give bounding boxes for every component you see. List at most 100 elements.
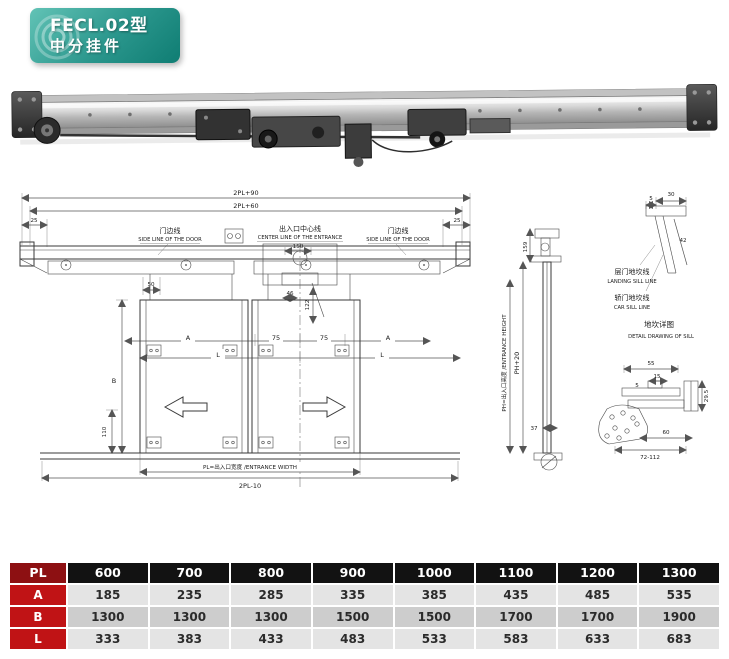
dim-25-left-label: 25	[30, 218, 38, 224]
side-line-left-cn-label: 门边线	[160, 226, 181, 235]
table-row-label: B	[10, 607, 66, 627]
badge-rings-icon	[34, 14, 80, 60]
door-operator-rail	[11, 83, 718, 168]
table-cell: 1700	[557, 607, 638, 627]
landing-sill-en-label: LANDING SILL LINE	[607, 279, 656, 285]
dim-b-label: B	[112, 377, 116, 385]
entrance-width-label: PL=出入口宽度 /ENTRANCE WIDTH	[203, 463, 297, 471]
table-cell: 485	[557, 585, 638, 605]
technical-drawing: 2PL+90 2PL+60 25 25 门边线 SIDE LINE OF THE…	[19, 189, 710, 490]
sill-section-lines	[598, 365, 706, 454]
label-leaders	[140, 241, 428, 256]
dim-2pl60-label: 2PL+60	[233, 202, 258, 210]
dim-75-left-label: 75	[272, 334, 280, 342]
table-cell: 285	[231, 585, 311, 605]
table-row: B 1300 1300 1300 1500 1500 1700 1700 190…	[10, 607, 719, 627]
table-cell: 1300	[149, 607, 230, 627]
side-line-right-en-label: SIDE LINE OF THE DOOR	[366, 237, 430, 243]
table-header-pl: PL	[10, 563, 66, 583]
dim-a-right-label: A	[386, 334, 391, 342]
sill-dim-15-label: 15	[653, 374, 661, 380]
entrance-height-label: PH=出入口高度 /ENTRANCE HEIGHT	[500, 314, 508, 412]
table-cell: 1300	[231, 607, 311, 627]
center-line-cn-label: 出入口中心线	[279, 224, 321, 233]
dim-a-left-label: A	[186, 334, 191, 342]
sill-dim-5-side-label: 5	[635, 383, 639, 389]
table-cell: 1000	[394, 563, 475, 583]
dim-ph20-label: PH+20	[513, 352, 521, 375]
table-cell: 333	[68, 629, 148, 649]
sill-detail: 5 30 42 层门地坎线 LANDING SILL LINE 轿门地坎线 CA…	[598, 192, 710, 461]
dim-110-label: 110	[102, 426, 108, 437]
table-cell: 600	[68, 563, 148, 583]
dim-l-right-label: L	[380, 351, 384, 359]
table-cell: 335	[312, 585, 393, 605]
table-cell: 1200	[557, 563, 638, 583]
sill-dim-30-label: 30	[667, 192, 675, 198]
side-view: 159 PH+20 PH=出入口高度 /ENTRANCE HEIGHT 37	[500, 228, 563, 471]
sill-dim-60-label: 60	[662, 430, 670, 436]
table-cell: 1300	[639, 563, 719, 583]
table-cell: 433	[231, 629, 311, 649]
front-view: 2PL+90 2PL+60 25 25 门边线 SIDE LINE OF THE…	[19, 189, 471, 490]
table-cell: 1500	[394, 607, 475, 627]
dim-159-label: 159	[523, 241, 529, 252]
side-view-lines	[506, 228, 563, 471]
label-backgrounds	[181, 332, 395, 471]
sill-dim-72-112-label: 72-112	[640, 455, 660, 461]
table-row-label: L	[10, 629, 66, 649]
dim-2pl90-label: 2PL+90	[233, 189, 258, 197]
door-panels	[139, 299, 361, 454]
open-direction-right-arrow	[302, 396, 347, 418]
table-cell: 1700	[476, 607, 556, 627]
dimension-table: PL 600 700 800 900 1000 1100 1200 1300 A…	[8, 561, 721, 651]
sill-lines	[40, 452, 460, 460]
sill-dim-55-label: 55	[647, 361, 655, 367]
dim-25-right-label: 25	[453, 218, 461, 224]
dim-50-label: 50	[147, 282, 155, 288]
dim-37-label: 37	[530, 426, 538, 432]
table-cell: 800	[231, 563, 311, 583]
table-cell: 385	[394, 585, 475, 605]
sill-dim-42-label: 42	[679, 238, 686, 244]
product-photo	[11, 83, 718, 168]
table-cell: 683	[639, 629, 719, 649]
dim-150-label: 150	[293, 244, 304, 250]
car-sill-en-label: CAR SILL LINE	[614, 305, 650, 311]
table-cell: 435	[476, 585, 556, 605]
sill-detail-top-lines	[639, 197, 688, 292]
center-line-en-label: CENTER LINE OF THE ENTRANCE	[258, 235, 342, 241]
badge-type-label: 中分挂件	[50, 36, 123, 55]
table-cell: 383	[149, 629, 230, 649]
table-row: A 185 235 285 335 385 435 485 535	[10, 585, 719, 605]
open-direction-left-arrow	[163, 396, 208, 418]
table-cell: 900	[312, 563, 393, 583]
dim-75-right-label: 75	[320, 334, 328, 342]
model-badge: FECL.02型 中分挂件	[30, 8, 180, 63]
dim-122-label: 122	[305, 300, 311, 311]
sill-dim-29-5-label: 29.5	[704, 389, 710, 402]
table-header-row: PL 600 700 800 900 1000 1100 1200 1300	[10, 563, 719, 583]
dim-2pl10-label: 2PL-10	[239, 482, 261, 490]
table-cell: 235	[149, 585, 230, 605]
table-cell: 1900	[639, 607, 719, 627]
table-cell: 700	[149, 563, 230, 583]
dim-l-left-label: L	[216, 351, 220, 359]
landing-sill-cn-label: 层门地坎线	[615, 267, 650, 276]
sill-detail-title-en: DETAIL DRAWING OF SILL	[628, 334, 694, 340]
table-cell: 583	[476, 629, 556, 649]
table-cell: 483	[312, 629, 393, 649]
table-cell: 1300	[68, 607, 148, 627]
sill-dim-5-top-label: 5	[649, 196, 653, 202]
table-cell: 185	[68, 585, 148, 605]
dim-46-label: 46	[286, 291, 294, 297]
table-row-label: A	[10, 585, 66, 605]
table-row: L 333 383 433 483 533 583 633 683	[10, 629, 719, 649]
badge-model-label: FECL.02型	[50, 15, 148, 36]
table-cell: 535	[639, 585, 719, 605]
table-cell: 1500	[312, 607, 393, 627]
detail-balloon	[540, 453, 558, 471]
table-cell: 633	[557, 629, 638, 649]
side-line-left-en-label: SIDE LINE OF THE DOOR	[138, 237, 202, 243]
